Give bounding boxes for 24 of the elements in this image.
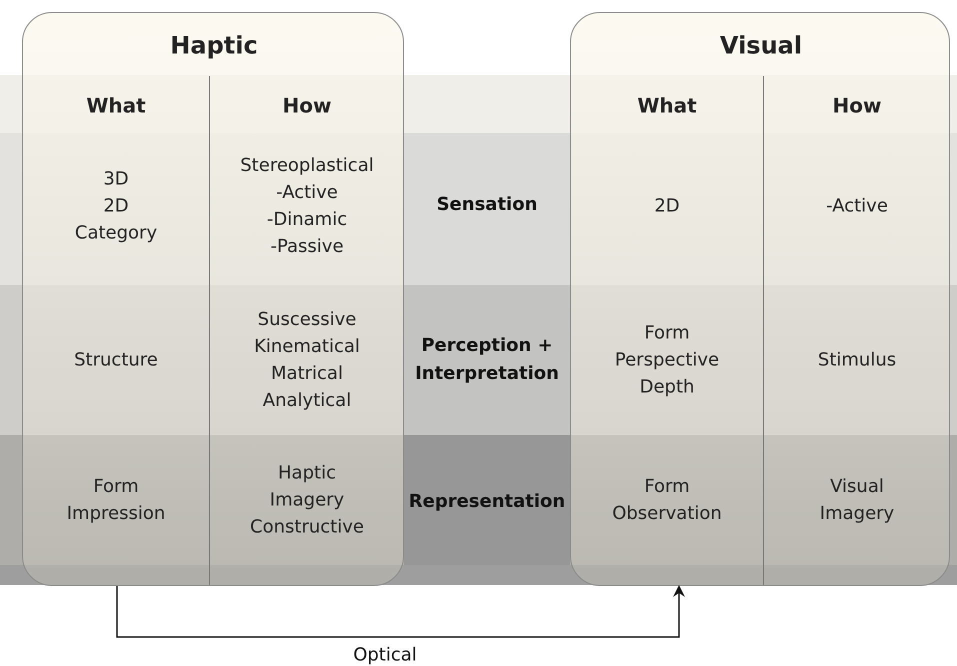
column-header: What (86, 92, 146, 120)
column-header: How (282, 92, 332, 120)
cell-text: Stimulus (818, 348, 896, 372)
column-header: What (637, 92, 697, 120)
cell-text: Stereoplastical -Active -Dinamic -Passive (240, 154, 374, 259)
panel-title: Haptic (170, 32, 258, 60)
arrow (116, 585, 685, 638)
cell-text: 3D 2D Category (74, 168, 158, 246)
cell-text: Form Impression (66, 475, 166, 526)
cell-text: -Active (826, 194, 888, 218)
cell-text: Form Perspective Depth (614, 322, 720, 400)
cell-text: 2D (654, 194, 680, 218)
column-header: How (832, 92, 882, 120)
cell-text: Haptic Imagery Constructive (250, 462, 364, 540)
rounded-panel (22, 12, 404, 586)
row-label: Perception + Interpretation (415, 334, 559, 386)
panel-title: Visual (720, 32, 802, 60)
row-label: Representation (408, 490, 566, 514)
rounded-panel (570, 12, 950, 586)
cell-text: Suscessive Kinematical Matrical Analytical (254, 308, 360, 413)
row-label: Sensation (436, 193, 538, 217)
cell-text: Structure (74, 348, 158, 372)
cell-text: Form Observation (612, 475, 722, 526)
cell-text: Visual Imagery (820, 475, 894, 526)
